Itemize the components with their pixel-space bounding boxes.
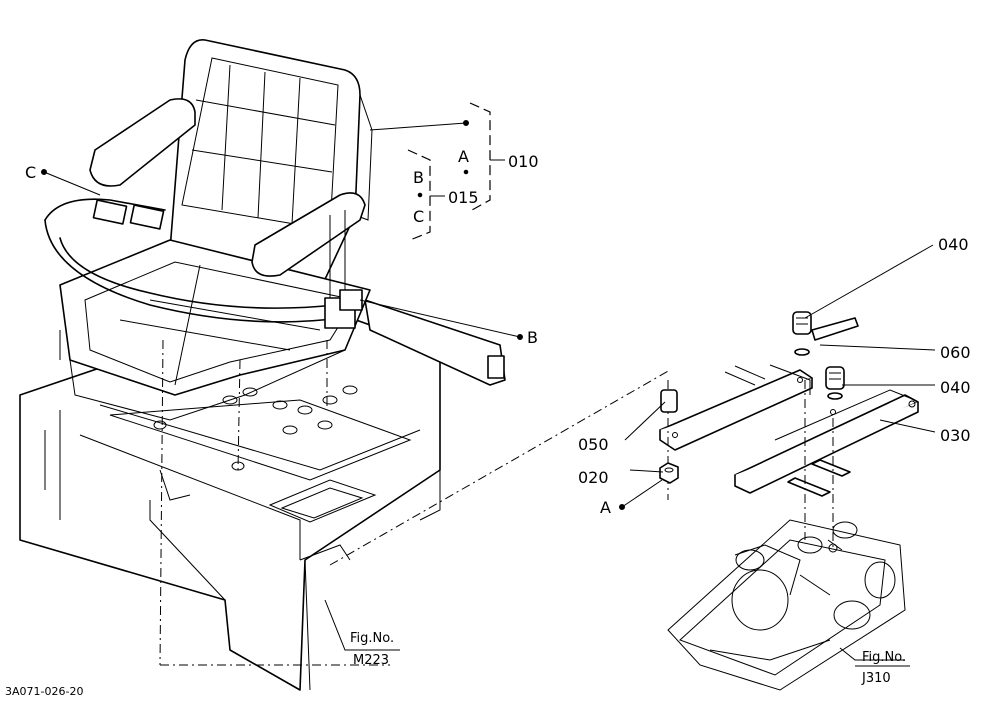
lever-060: [811, 317, 859, 341]
part-060-label: 060: [940, 343, 971, 362]
part-015-label: 015: [448, 188, 479, 207]
figure-ref-j310-number: J310: [861, 671, 891, 686]
figure-ref-m223-prefix: Fig.No.: [350, 631, 394, 646]
operator-seat: [44, 39, 390, 666]
a-separator-dot: [463, 169, 469, 175]
knob-040-mid: [825, 366, 845, 400]
figure-ref-m223: Fig.No. M223: [350, 631, 394, 668]
part-040-top-label: 040: [938, 235, 969, 254]
ref-b-dot: [517, 334, 523, 340]
ref-c-dot: [41, 169, 47, 175]
ref-b-connector-label: B: [527, 328, 538, 347]
figure-ref-j310: Fig.No. J310: [855, 650, 910, 686]
part-020-label: 020: [578, 468, 609, 487]
knob-040-top: [792, 311, 812, 356]
ref-a-bolt-label: A: [600, 498, 611, 517]
ref-a-dot: [463, 120, 469, 126]
leader-lines-right: [621, 244, 936, 508]
spacer-050: [660, 389, 678, 413]
ref-a-bracket-label: A: [458, 147, 469, 166]
figure-ref-j310-prefix: Fig.No.: [862, 650, 906, 665]
seat-mount-base: [667, 519, 906, 691]
leader-lines-left: [43, 122, 671, 651]
seat-slide-rails: [659, 364, 919, 550]
part-030-label: 030: [940, 426, 971, 445]
group-brackets: [407, 102, 505, 241]
ref-c-seatbelt-label: C: [25, 163, 36, 182]
part-050-label: 050: [578, 435, 609, 454]
part-040-mid-label: 040: [940, 378, 971, 397]
ref-b-bracket-label: B: [413, 168, 424, 187]
drawing-code: 3A071-026-20: [5, 685, 83, 698]
part-010-label: 010: [508, 152, 539, 171]
ref-c-bracket-label: C: [413, 207, 424, 226]
operator-floor-frame: [19, 299, 506, 691]
figure-ref-m223-number: M223: [353, 653, 389, 668]
nut-a: [659, 462, 679, 484]
bc-separator-dot: [417, 192, 423, 198]
